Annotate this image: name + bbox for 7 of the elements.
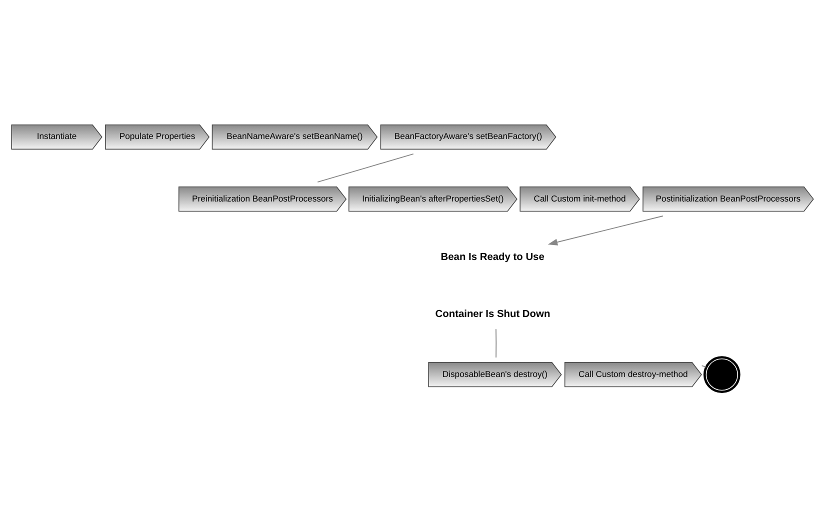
- connector: [701, 364, 707, 368]
- node-circle: [703, 356, 740, 393]
- node-text: Container Is Shut Down: [435, 308, 550, 320]
- connector: [317, 152, 414, 182]
- node-text: Bean Is Ready to Use: [440, 252, 544, 263]
- arrow: [548, 215, 664, 245]
- connector: [496, 328, 497, 358]
